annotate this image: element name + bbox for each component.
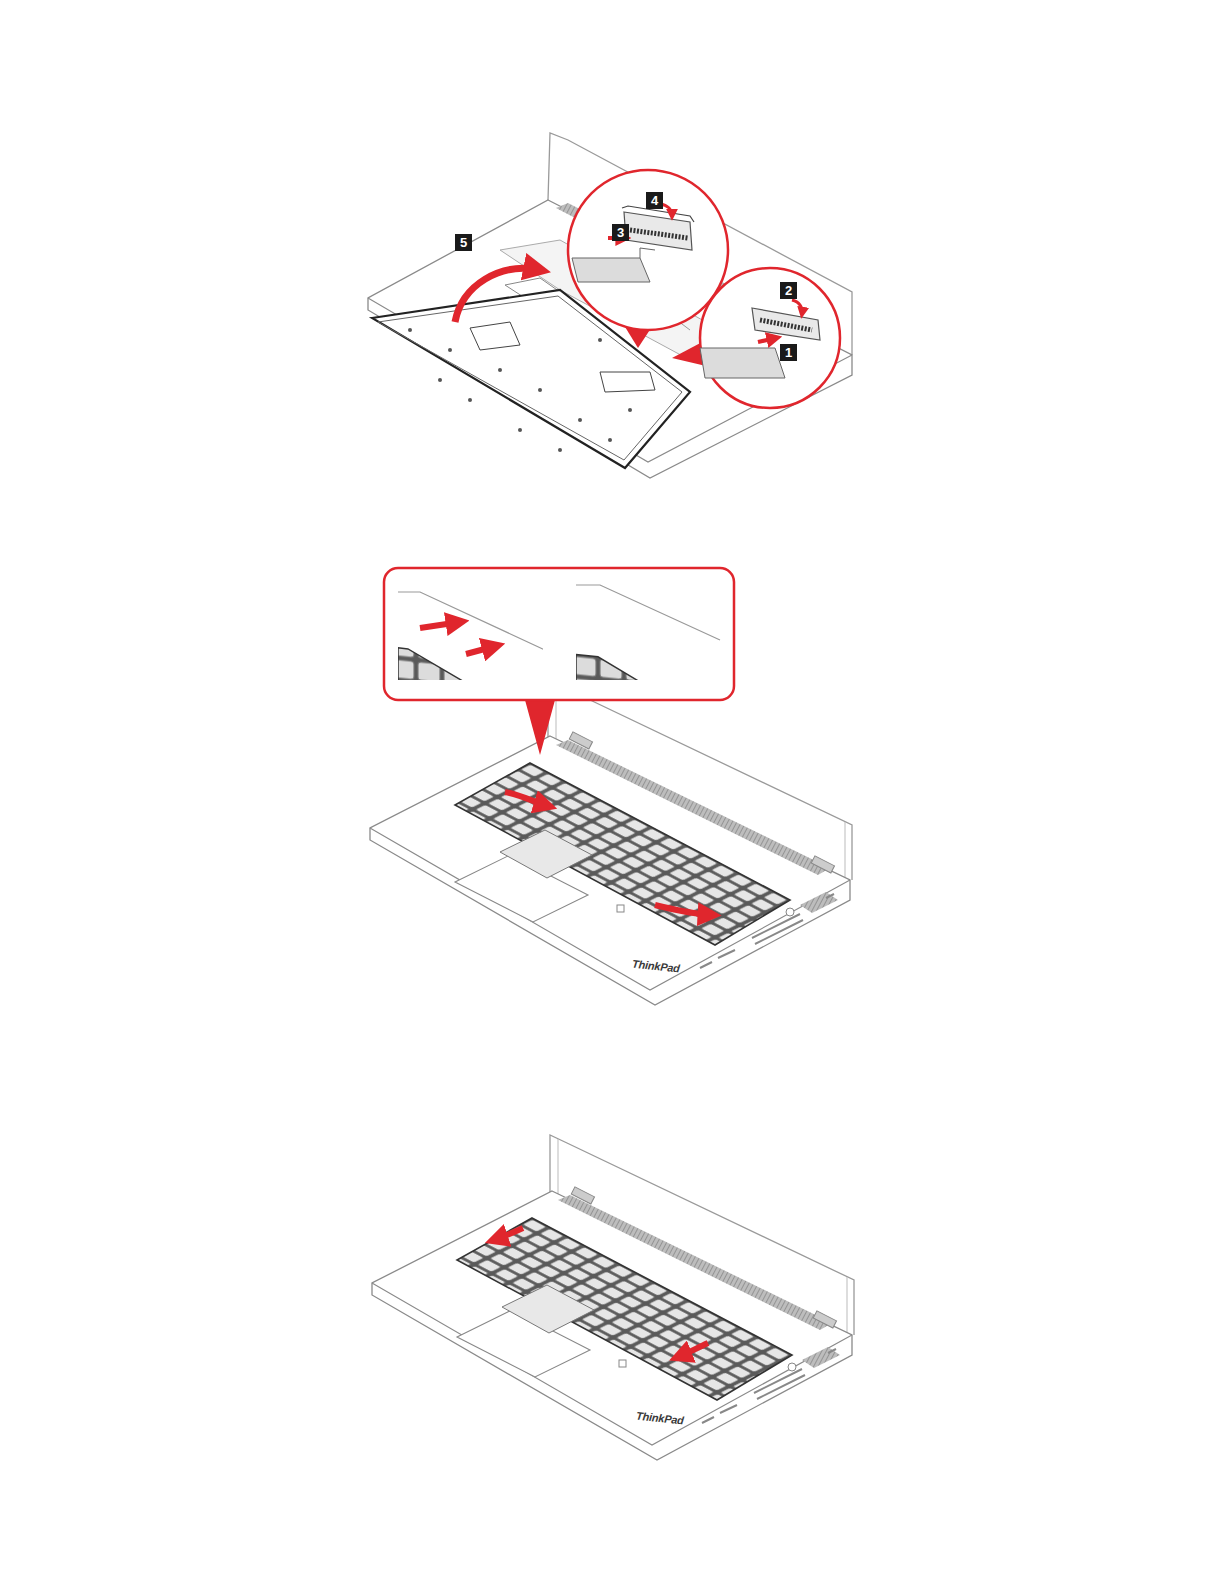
callout-number: 2 — [780, 282, 797, 299]
callout-number: 3 — [612, 224, 629, 241]
callout-number: 1 — [780, 344, 797, 361]
brand-logo: ThinkPad — [636, 1410, 685, 1427]
brand-logo: ThinkPad — [632, 958, 681, 975]
callout-number: 5 — [455, 234, 472, 251]
callout-number: 4 — [646, 192, 663, 209]
